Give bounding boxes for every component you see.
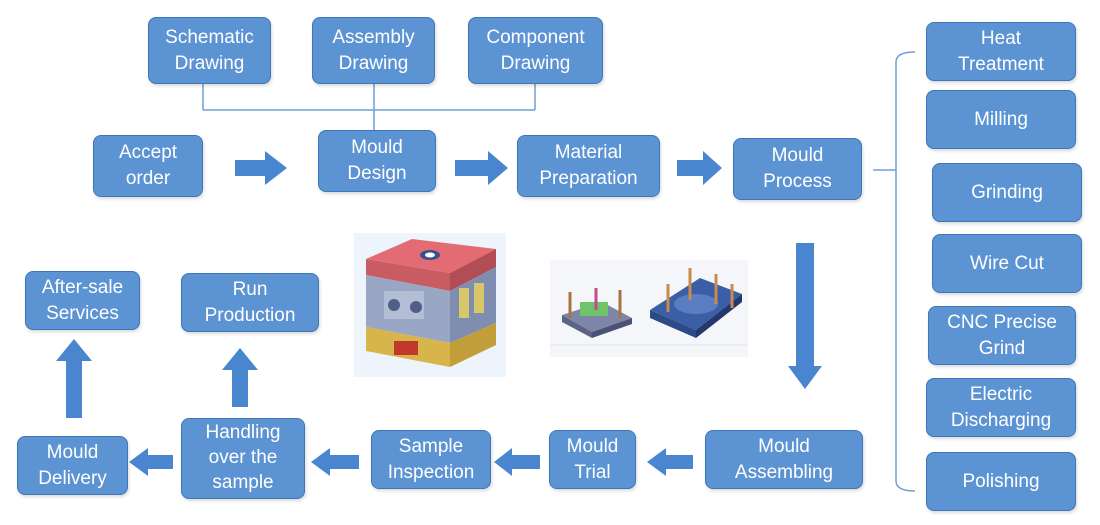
mould-3d-render-image — [354, 233, 506, 377]
run-production-box: Run Production — [181, 273, 319, 332]
mould-design-box: Mould Design — [318, 130, 436, 192]
mould-components-image — [550, 260, 748, 357]
mould-trial-box: Mould Trial — [549, 430, 636, 489]
up-arrow-2 — [222, 348, 258, 407]
process-polishing: Polishing — [926, 452, 1076, 511]
left-arrow-4 — [129, 448, 173, 476]
material-preparation-box: Material Preparation — [517, 135, 660, 197]
mould-process-box: Mould Process — [733, 138, 862, 200]
right-arrow-3 — [677, 151, 722, 185]
drawings-connector — [202, 84, 536, 130]
process-electric-discharging: Electric Discharging — [926, 378, 1076, 437]
after-sale-services-box: After-sale Services — [25, 271, 140, 330]
mould-delivery-box: Mould Delivery — [17, 436, 128, 495]
mould-assembling-box: Mould Assembling — [705, 430, 863, 489]
process-bracket — [873, 51, 916, 492]
component-drawing-box: Component Drawing — [468, 17, 603, 84]
process-milling: Milling — [926, 90, 1076, 149]
process-grinding: Grinding — [932, 163, 1082, 222]
accept-order-box: Accept order — [93, 135, 203, 197]
left-arrow-2 — [494, 448, 540, 476]
handling-over-sample-box: Handling over the sample — [181, 418, 305, 499]
schematic-drawing-box: Schematic Drawing — [148, 17, 271, 84]
left-arrow-1 — [647, 448, 693, 476]
assembly-drawing-box: Assembly Drawing — [312, 17, 435, 84]
process-cnc-precise-grind: CNC Precise Grind — [928, 306, 1076, 365]
right-arrow-2 — [455, 151, 508, 185]
down-arrow — [788, 243, 822, 389]
sample-inspection-box: Sample Inspection — [371, 430, 491, 489]
up-arrow-1 — [56, 339, 92, 418]
process-heat-treatment: Heat Treatment — [926, 22, 1076, 81]
right-arrow-1 — [235, 151, 287, 185]
process-wire-cut: Wire Cut — [932, 234, 1082, 293]
left-arrow-3 — [311, 448, 359, 476]
